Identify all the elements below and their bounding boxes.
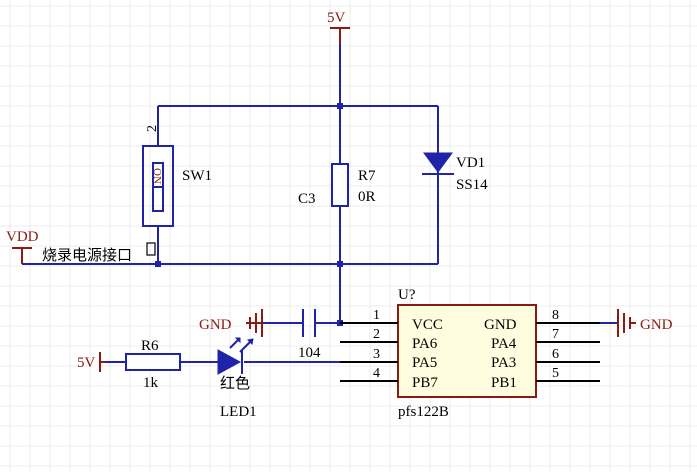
pin-number: 8 bbox=[552, 308, 559, 323]
gnd-right-symbol: GND bbox=[617, 309, 673, 337]
pin-number: 3 bbox=[373, 347, 380, 362]
junction-dot bbox=[337, 103, 343, 109]
r6-value-label: 1k bbox=[143, 375, 159, 391]
c3-ref-label: C3 bbox=[298, 191, 316, 207]
chip-pfs122b: U? pfs122B 1 2 3 4 VCC PA6 PA5 PB7 8 7 6… bbox=[340, 287, 600, 420]
pin-name: PA5 bbox=[412, 355, 437, 371]
chip-body bbox=[397, 304, 537, 398]
left-5v-label: 5V bbox=[77, 355, 96, 371]
resistor-r6: R6 1k bbox=[125, 338, 181, 391]
pin-name: GND bbox=[484, 317, 517, 333]
led-ref-label: LED1 bbox=[220, 404, 257, 420]
left-5v-power: 5V bbox=[77, 352, 106, 372]
pin-number: 4 bbox=[373, 366, 380, 381]
r6-ref-label: R6 bbox=[141, 338, 159, 354]
top-5v-label: 5V bbox=[327, 10, 346, 26]
vdd-power: VDD bbox=[6, 229, 39, 264]
chip-part-label: pfs122B bbox=[398, 404, 449, 420]
pin-number: 2 bbox=[373, 327, 380, 342]
diode-ref-label: VD1 bbox=[456, 155, 485, 171]
gnd-left-symbol: GND bbox=[199, 309, 263, 337]
pin-number: 5 bbox=[552, 366, 559, 381]
pin-name: VCC bbox=[412, 317, 443, 333]
diode-vd1: VD1 SS14 bbox=[422, 152, 488, 193]
switch-pin2-label: 2 bbox=[145, 125, 160, 132]
led-color-label: 红色 bbox=[220, 374, 250, 392]
vdd-label: VDD bbox=[6, 229, 39, 245]
pin-name: PB1 bbox=[491, 375, 517, 391]
led-1: 红色 LED1 bbox=[217, 337, 257, 420]
gnd-left-label: GND bbox=[199, 317, 232, 333]
r7-ref-label: R7 bbox=[358, 168, 376, 184]
top-5v-power: 5V bbox=[327, 10, 350, 44]
header-label: 烧录电源接口 bbox=[42, 246, 132, 264]
pin-number: 7 bbox=[552, 327, 559, 342]
switch-sw1: 2 ON SW1 bbox=[142, 125, 212, 264]
capacitor-104: 104 bbox=[298, 309, 321, 361]
pin-name: PA3 bbox=[491, 355, 516, 371]
gnd-right-label: GND bbox=[640, 317, 673, 333]
pin-number: 1 bbox=[373, 308, 380, 323]
resistor-r7: R7 0R C3 bbox=[298, 163, 376, 207]
chip-ref-label: U? bbox=[398, 287, 416, 303]
pin-number: 6 bbox=[552, 347, 559, 362]
junction-dot bbox=[337, 261, 343, 267]
pin-name: PA4 bbox=[491, 336, 517, 352]
diode-value-label: SS14 bbox=[456, 177, 488, 193]
pin-name: PB7 bbox=[412, 375, 438, 391]
r7-value-label: 0R bbox=[358, 189, 376, 205]
pin-name: PA6 bbox=[412, 336, 438, 352]
switch-on-mark: ON bbox=[151, 168, 163, 184]
cap-104-label: 104 bbox=[298, 345, 321, 361]
switch-ref-label: SW1 bbox=[182, 168, 212, 184]
